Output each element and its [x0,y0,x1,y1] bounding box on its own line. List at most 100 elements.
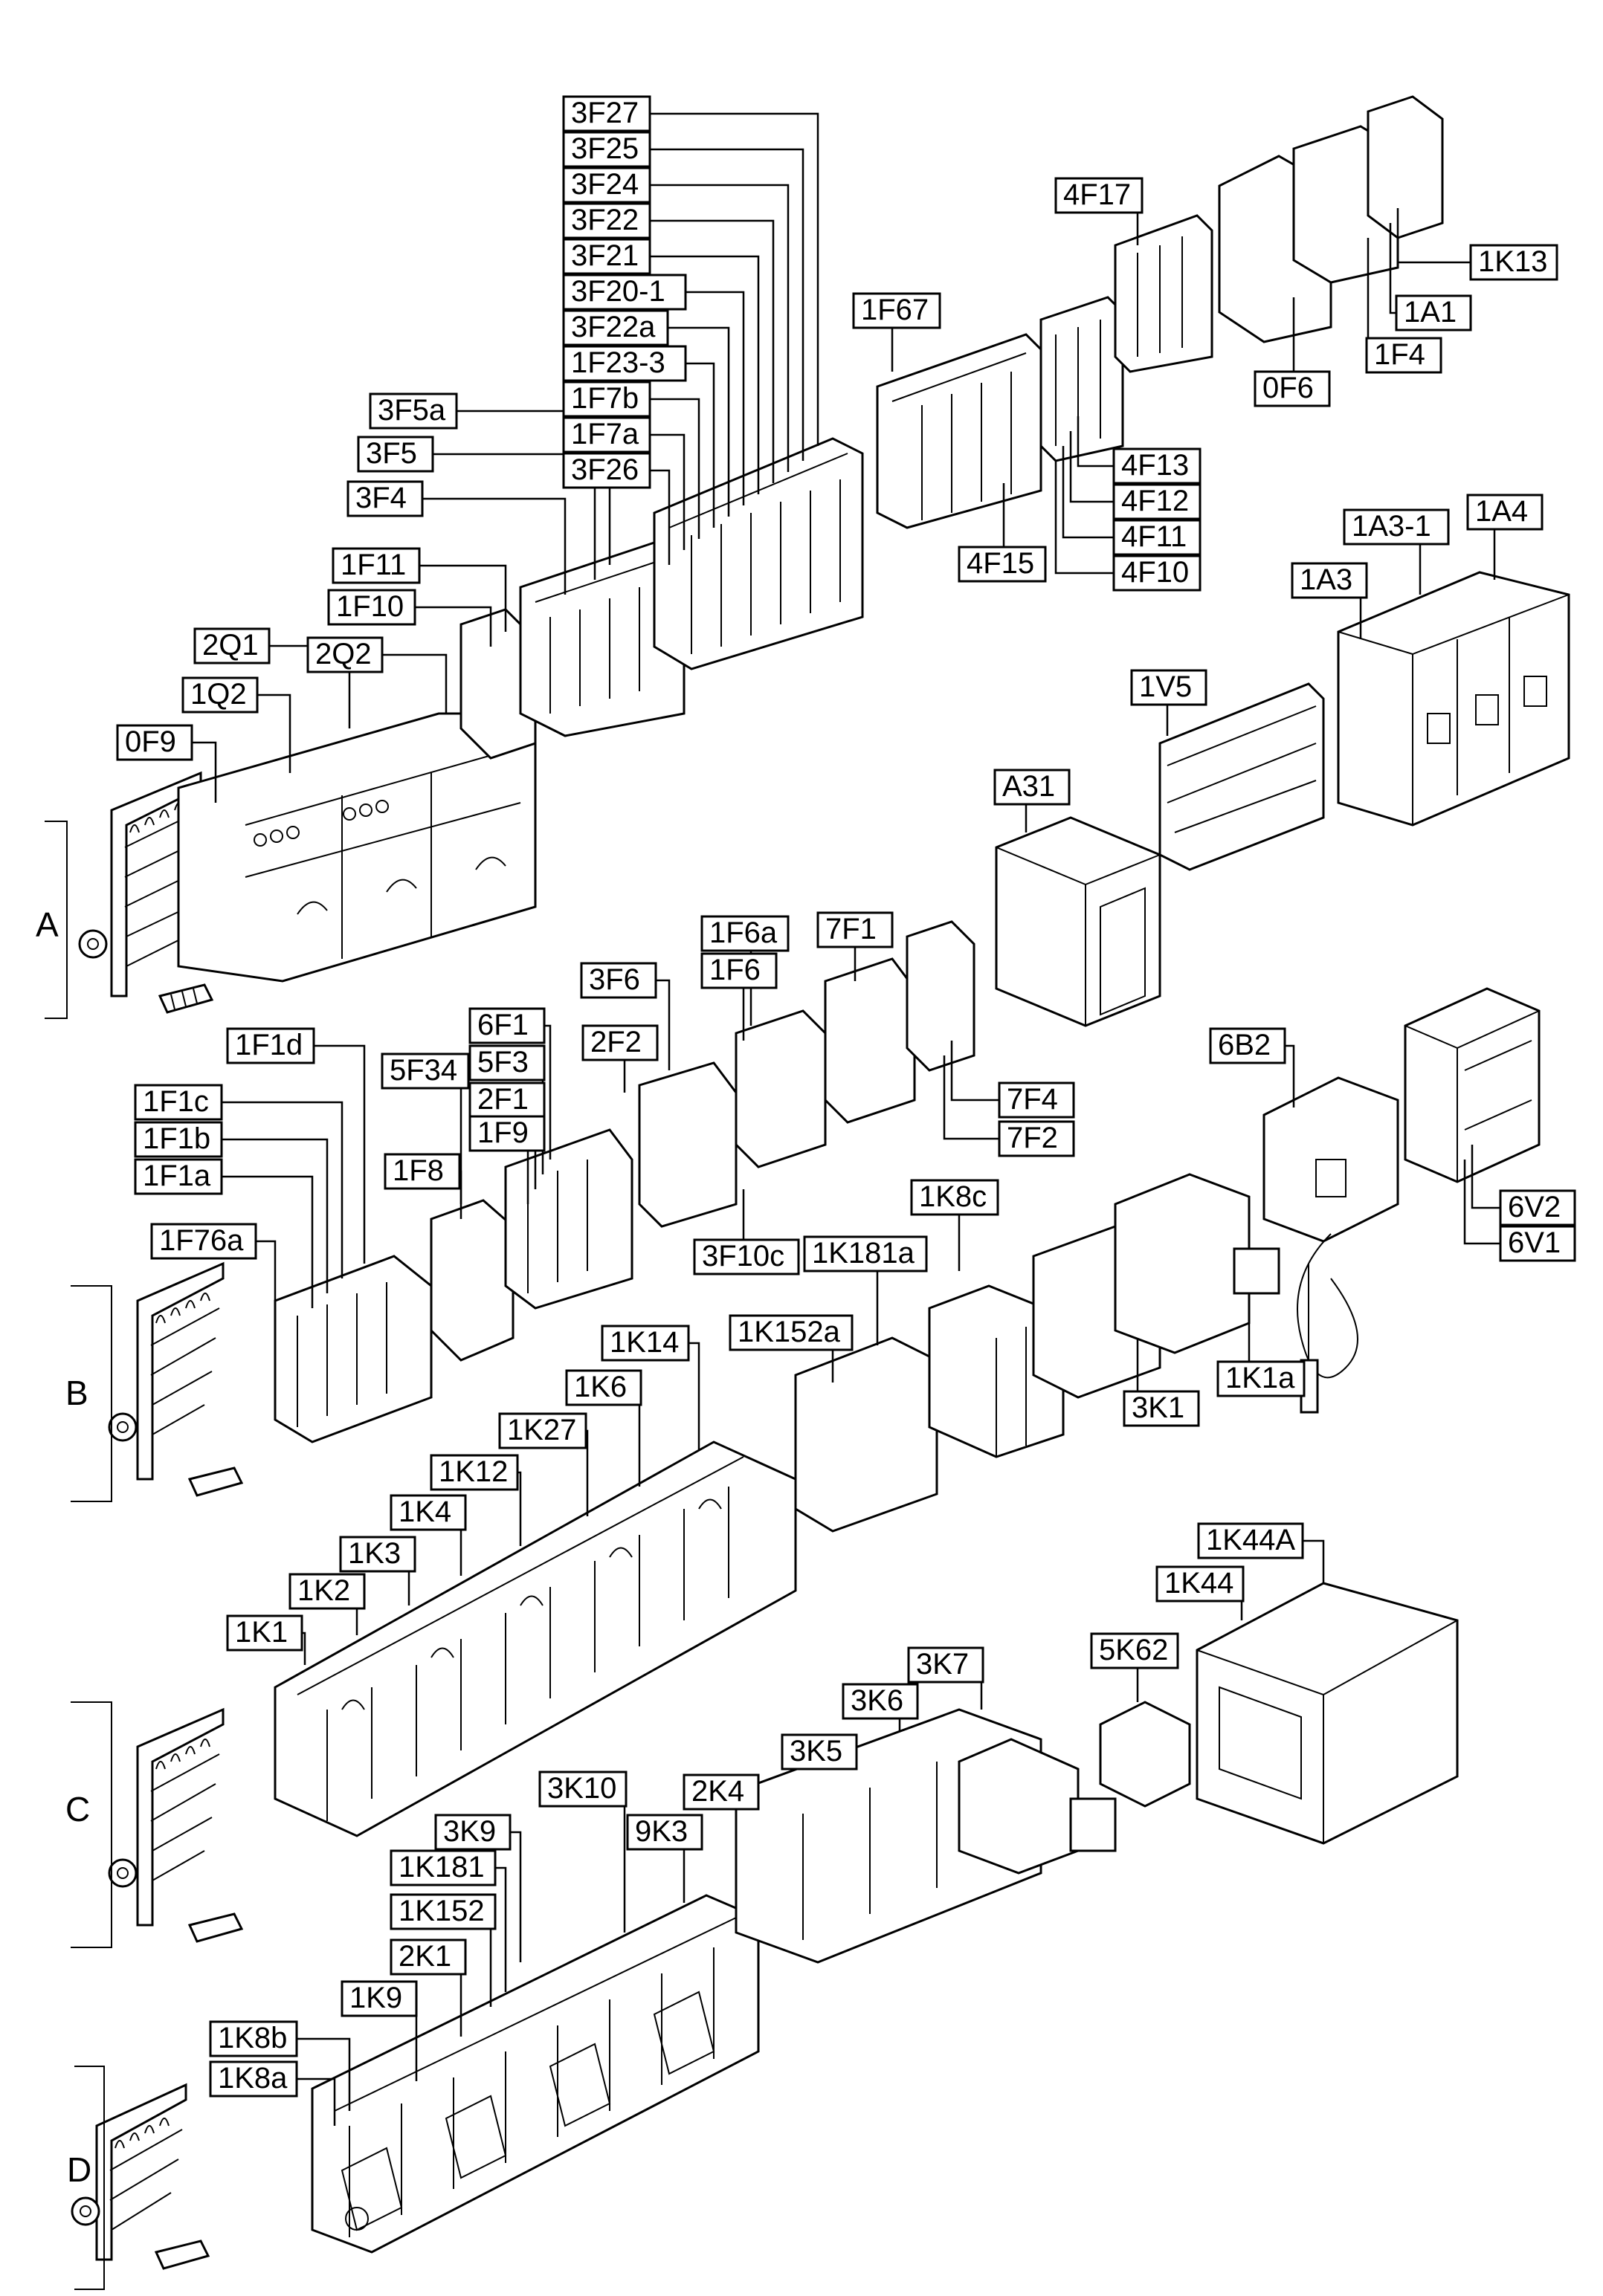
row-label-a: A [36,905,59,944]
leader-line-3f26 [650,469,671,565]
label-text: 1F8 [393,1154,444,1187]
label-text: 1F11 [341,549,406,581]
label-box [226,1614,303,1652]
label-text: 1F1b [143,1122,210,1155]
label-text: 9K3 [635,1815,688,1848]
part-label-1k9: 1K9 [341,1980,418,2017]
label-box [562,166,651,204]
label-box [842,1683,919,1720]
part-label-3k9: 3K9 [434,1814,512,1851]
part-label-1k181a: 1K181a [803,1235,928,1272]
label-text: 2Q2 [315,638,372,670]
label-text: 3F22 [571,204,639,236]
label-box [327,589,416,626]
label-box [562,452,651,489]
label-box [538,1770,628,1808]
part-label-1f1b: 1F1b [134,1121,223,1158]
part-label-1k4: 1K4 [390,1494,467,1531]
label-text: 3F27 [571,97,639,129]
label-text: 1K4 [399,1495,451,1528]
label-box [816,911,894,948]
label-text: 3F5 [366,437,417,470]
label-box [390,1938,467,1976]
label-text: 2K4 [691,1775,744,1808]
label-text: 1F23-3 [571,346,665,379]
part-label-1k8b: 1K8b [209,2020,298,2057]
part-label-3f21: 3F21 [562,238,651,275]
label-box [390,1849,497,1886]
label-text: 3F22a [571,311,656,343]
part-label-7f4: 7F4 [998,1081,1075,1119]
label-text: 4F11 [1121,520,1187,553]
modules-1a3-1a4 [1337,571,1570,827]
label-box [1112,519,1202,556]
label-box [1469,244,1558,281]
contactor-1k44 [1196,1582,1459,1845]
part-label-5f3: 5F3 [468,1044,546,1081]
leader-line-3f21 [650,255,760,494]
label-text: 7F2 [1007,1122,1058,1154]
leader-line-3f4 [422,497,567,595]
label-text: 3F10c [702,1240,784,1272]
label-box [434,1814,512,1851]
label-box [1209,1027,1286,1064]
label-text: 1F10 [336,590,404,623]
label-text: 3K9 [443,1815,496,1848]
part-label-1k12: 1K12 [430,1454,519,1491]
din-rail-d [71,2066,210,2290]
label-text: 3F25 [571,132,639,165]
leader-line-1f1a [222,1175,314,1308]
label-text: 1K27 [507,1414,576,1446]
circuit-breakers-row-b [274,920,975,1443]
label-box [565,1369,642,1406]
part-label-1a3-1: 1A3-1 [1343,508,1450,546]
part-label-1f1c: 1F1c [134,1084,223,1121]
label-box [339,1536,416,1573]
label-box [384,1153,461,1190]
label-text: 3K1 [1132,1391,1184,1424]
label-box [468,1115,546,1152]
label-box [209,2020,298,2057]
label-box [781,1733,858,1770]
label-text: 7F1 [825,913,877,945]
label-text: 1A3 [1300,563,1352,596]
part-label-3f4: 3F4 [346,480,424,517]
label-box [562,416,651,453]
label-text: 6V1 [1508,1226,1561,1259]
leader-line-1f7a [650,433,686,550]
label-box [998,1120,1075,1157]
leader-line-3k10 [623,1788,626,1933]
contactors-row-b [794,1173,1280,1533]
part-label-4f11: 4F11 [1112,519,1202,556]
part-label-1k3: 1K3 [339,1536,416,1573]
label-box [1123,1390,1200,1427]
label-box [1254,370,1331,407]
leader-line-3f27 [650,112,819,446]
terminal-block-1v5 [1158,682,1325,871]
label-text: 5F3 [477,1046,529,1079]
leader-line-0f9 [192,741,217,803]
label-box [626,1814,703,1851]
label-text: 6B2 [1218,1029,1271,1061]
label-text: 1F7b [571,382,639,415]
label-box [998,1081,1075,1119]
label-box [1155,1565,1245,1603]
part-label-3f27: 3F27 [562,95,651,132]
part-label-1k27: 1K27 [498,1412,587,1449]
label-box [1216,1360,1306,1397]
part-label-3f22a: 3F22a [562,309,669,346]
part-label-1f23-3: 1F23-3 [562,345,687,382]
label-box [468,1007,546,1044]
part-label-0f6: 0F6 [1254,370,1331,407]
label-box [700,915,790,952]
leader-line-1k14 [688,1342,700,1449]
row-label-b: B [65,1374,88,1412]
label-text: 1F6a [709,916,778,949]
part-label-1k44a: 1K44A [1197,1522,1304,1559]
part-label-3f5: 3F5 [357,436,434,473]
part-label-0f9: 0F9 [116,724,193,761]
label-box [580,962,657,999]
label-box [306,636,384,673]
part-label-1k8a: 1K8a [209,2060,298,2098]
